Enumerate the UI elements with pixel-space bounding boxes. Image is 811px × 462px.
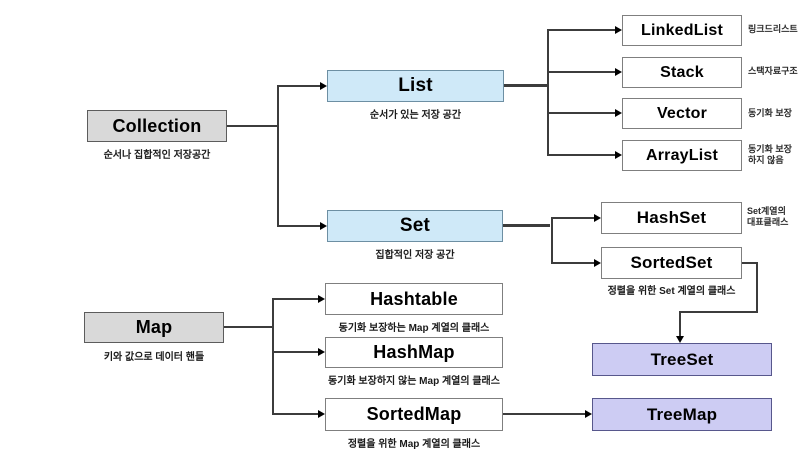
arrowhead-treemap-icon [585,410,592,418]
connector-set-stub [503,224,550,227]
caption-list: 순서가 있는 저장 공간 [369,110,462,121]
node-sortedmap: SortedMap [325,398,503,431]
connector-map-to-sortedmap [272,413,318,415]
arrowhead-sortedset-icon [594,259,601,267]
caption-set: 집합적인 저장 공간 [375,250,455,261]
node-collection: Collection [87,110,227,142]
connector-collection-branch [277,85,279,227]
arrowhead-hashset-icon [594,214,601,222]
arrowhead-list-icon [320,82,327,90]
connector-map-branch [272,298,274,415]
connector-map-to-hashtable [272,298,318,300]
connector-sortedset-treeset-seg3 [679,311,758,313]
arrowhead-sortedmap-icon [318,410,325,418]
annotation-hashset: Set계열의 대표클래스 [747,206,789,228]
connector-map-to-hashmap [272,351,318,353]
connector-collection-to-list [277,85,320,87]
node-treemap: TreeMap [592,398,772,431]
connector-collection-stub [227,125,278,127]
arrowhead-set-icon [320,222,327,230]
arrowhead-linkedlist-icon [615,26,622,34]
connector-list-stub [504,84,548,87]
node-list: List [327,70,504,102]
connector-map-stub [224,326,273,328]
caption-sortedmap: 정렬을 위한 Map 계열의 클래스 [347,439,481,450]
connector-set-branch [551,217,553,264]
connector-set-to-hashset [551,217,594,219]
node-linkedlist: LinkedList [622,15,742,46]
node-map: Map [84,312,224,343]
caption-map: 키와 값으로 데이터 핸들 [103,352,205,363]
annotation-linkedlist: 링크드리스트 [748,24,798,34]
arrowhead-arraylist-icon [615,151,622,159]
connector-list-branch [547,30,549,156]
annotation-arraylist: 동기화 보장 하지 않음 [748,144,792,166]
annotation-stack: 스택자료구조 [748,66,798,76]
node-treeset: TreeSet [592,343,772,376]
connector-collection-to-set [277,225,320,227]
connector-list-to-linkedlist [547,29,615,31]
connector-list-to-vector [547,112,615,114]
connector-set-to-sortedset [551,262,594,264]
connector-sortedset-treeset-seg1 [742,262,758,264]
node-sortedset: SortedSet [601,247,742,279]
arrowhead-hashtable-icon [318,295,325,303]
connector-sortedset-treeset-seg4 [679,311,681,337]
caption-hashtable: 동기화 보장하는 Map 계열의 클래스 [338,323,490,334]
arrowhead-stack-icon [615,68,622,76]
node-set: Set [327,210,503,242]
node-hashtable: Hashtable [325,283,503,315]
annotation-vector: 동기화 보장 [748,108,792,118]
node-hashset: HashSet [601,202,742,234]
arrowhead-vector-icon [615,109,622,117]
caption-sortedset: 정렬을 위한 Set 계열의 클래스 [607,286,736,297]
arrowhead-treeset-icon [676,336,684,343]
connector-list-to-arraylist [547,154,615,156]
connector-sortedmap-to-treemap [503,413,585,415]
connector-list-to-stack [547,71,615,73]
node-vector: Vector [622,98,742,129]
node-arraylist: ArrayList [622,140,742,171]
caption-collection: 순서나 집합적인 저장공간 [103,150,211,161]
node-stack: Stack [622,57,742,88]
node-hashmap: HashMap [325,337,503,368]
connector-sortedset-treeset-seg2 [756,262,758,313]
arrowhead-hashmap-icon [318,348,325,356]
caption-hashmap: 동기화 보장하지 않는 Map 계열의 클래스 [328,376,500,387]
